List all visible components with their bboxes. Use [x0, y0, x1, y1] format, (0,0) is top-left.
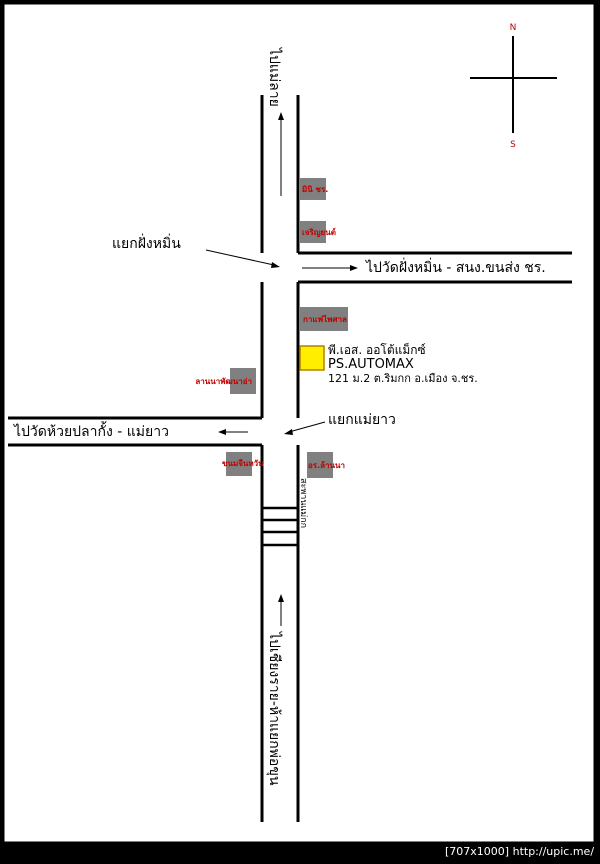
label-junction-south: แยกแม่ยาว	[328, 412, 396, 428]
label-east-road: ไปวัดฝั่งหมิ่น - สนง.ขนส่ง ชร.	[365, 258, 546, 276]
roads	[8, 95, 572, 822]
landmark-label: กาแฟไพศาล	[303, 314, 347, 324]
image-host-link[interactable]: http://upic.me/	[512, 845, 595, 858]
label-junction-north: แยกฝั่งหมิ่น	[112, 234, 181, 252]
landmark-label: อร.ล้านนา	[308, 460, 345, 470]
landmark: อร.ล้านนา	[307, 452, 345, 478]
landmark: ลานนาพัฒนาอ่า	[195, 368, 256, 394]
shop-name-thai: พี.เอส. ออโต้แม็กซ์	[328, 342, 426, 357]
compass-south-label: S	[510, 140, 516, 150]
label-north-road: ไปแม่ลาย	[266, 47, 283, 107]
landmark: กาแฟไพศาล	[300, 307, 348, 331]
image-size-label: [707x1000]	[445, 845, 510, 858]
landmark: เจริญยนต์	[300, 221, 336, 243]
landmark-label: ลานนาพัฒนาอ่า	[195, 377, 252, 386]
label-south-road: ไปเชียงราย-ห้าแยกพ่อขุน	[266, 631, 283, 786]
bridge	[262, 506, 298, 547]
shop-name-english: PS.AUTOMAX	[328, 357, 414, 372]
landmark-label: มินิ ชร.	[302, 185, 328, 194]
landmark-label: ขนมจีนหวัน	[222, 458, 264, 468]
label-west-road: ไปวัดห้วยปลากั้ง - แม่ยาว	[13, 421, 169, 440]
landmark: ขนมจีนหวัน	[222, 452, 264, 476]
arrow-junction-south	[288, 421, 326, 433]
label-bridge: สะพานแม่กก	[298, 478, 308, 528]
image-host-footer: [707x1000] http://upic.me/	[445, 845, 594, 858]
landmark: มินิ ชร.	[300, 178, 328, 200]
compass: N S	[470, 23, 557, 150]
shop-marker	[299, 345, 325, 371]
arrow-junction-north	[205, 249, 275, 266]
compass-north-label: N	[510, 23, 517, 33]
landmark-label: เจริญยนต์	[302, 227, 336, 238]
shop-address: 121 ม.2 ต.ริมกก อ.เมือง จ.ชร.	[328, 372, 478, 385]
